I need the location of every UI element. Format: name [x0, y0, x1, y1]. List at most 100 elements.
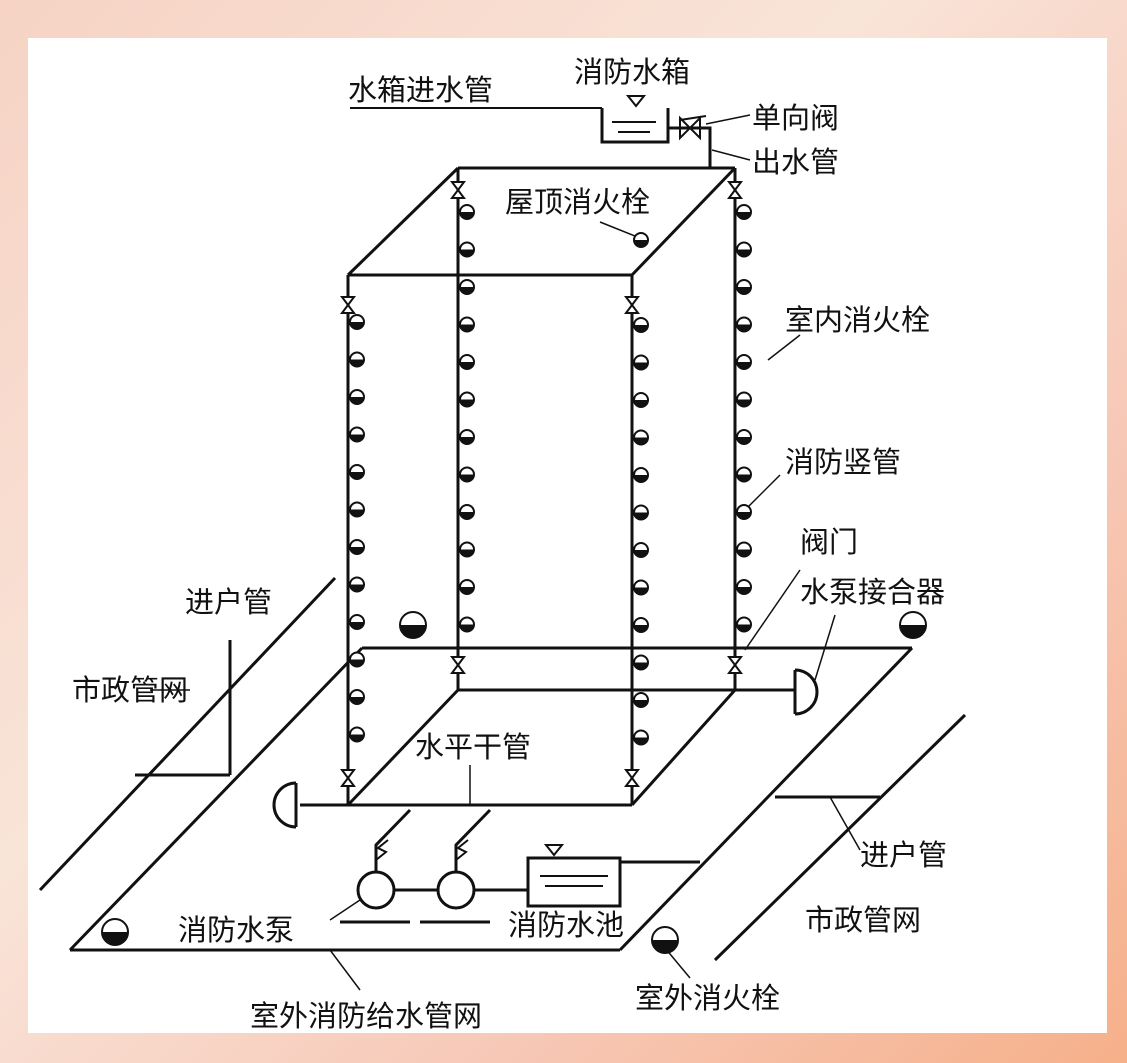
hydrant-fill [737, 437, 751, 444]
hydrant-icon [633, 504, 649, 521]
hydrant-icon [736, 579, 752, 595]
outdoor-network [68, 646, 914, 952]
hydrant-icon [633, 354, 649, 371]
hydrant-icon [736, 279, 752, 295]
hydrant-fill [350, 697, 364, 704]
hydrant-icon [633, 692, 649, 708]
diagram-panel [28, 38, 1107, 1033]
hydrant-fill [652, 940, 678, 953]
hydrant-fill [634, 737, 648, 745]
hydrant-icon [633, 654, 649, 671]
valve-icon [727, 656, 743, 674]
valve-icon [450, 656, 466, 674]
hydrant-icon [459, 466, 475, 483]
label-outdoor-hydrant: 室外消火栓 [635, 981, 780, 1015]
hydrant-fill [460, 549, 474, 557]
hydrant-fill [737, 587, 751, 594]
hydrant-fill [460, 437, 474, 444]
hydrant-icon [736, 616, 752, 633]
label-horizontal-main: 水平干管 [415, 730, 531, 764]
pumps-and-pool [340, 808, 700, 924]
hydrant-icon [736, 391, 752, 408]
hydrant-icon [736, 204, 752, 220]
hydrant-icon [349, 651, 365, 668]
hydrant-icon [349, 314, 365, 330]
hydrant-fill [737, 474, 751, 482]
risers [346, 168, 737, 805]
hydrant-icon [349, 726, 365, 743]
hydrant-icon [349, 389, 365, 405]
hydrant-icon [459, 579, 475, 595]
horizontal-main [300, 688, 795, 807]
hydrant-icon [736, 466, 752, 483]
hydrant-fill [737, 212, 751, 219]
pump-adapters [272, 668, 819, 829]
label-service-pipe-right: 进户管 [860, 838, 947, 872]
hydrant-fill [460, 324, 474, 332]
hydrant-icon [101, 918, 129, 946]
hydrant-icon [651, 926, 679, 954]
hydrant-fill [634, 400, 648, 407]
hydrant-fill [350, 359, 364, 367]
hydrant-icon [633, 542, 649, 558]
hydrant-fill [737, 287, 751, 294]
hydrant-fill [102, 932, 128, 945]
label-municipal-right: 市政管网 [805, 903, 921, 937]
valve-icon [340, 296, 356, 314]
hydrant-fill [634, 325, 648, 332]
hydrant-fill [634, 550, 648, 557]
hydrant-icon [349, 689, 365, 705]
hydrant-fill [634, 625, 648, 632]
hydrant-icon [633, 429, 649, 446]
valve-icon [340, 769, 356, 787]
hydrant-fill [460, 624, 474, 632]
label-check-valve: 单向阀 [752, 101, 839, 135]
hydrant-fill [634, 662, 648, 670]
hydrant-fill [460, 587, 474, 594]
label-indoor-hydrant: 室内消火栓 [785, 303, 930, 337]
hydrant-icon [399, 611, 427, 639]
hydrant-icon [349, 351, 365, 368]
hydrant-fill [350, 509, 364, 517]
valve-icon [727, 181, 743, 199]
hydrant-fill [737, 324, 751, 332]
hydrant-icon [633, 729, 649, 746]
hydrant-icon [899, 611, 927, 639]
hydrant-fill [737, 624, 751, 632]
hydrant-fill [900, 625, 926, 638]
hydrant-fill [634, 475, 648, 482]
hydrant-icon [633, 317, 649, 333]
municipal-pipes [38, 576, 967, 962]
hydrant-icon [349, 539, 365, 555]
hydrant-icon [736, 541, 752, 558]
hydrant-fill [350, 734, 364, 742]
hydrant-icon [459, 241, 475, 258]
hydrant-icon [633, 617, 649, 633]
hydrant-icon [349, 464, 365, 480]
hydrant-icon [459, 541, 475, 558]
hydrant-fill [350, 434, 364, 442]
hydrant-fill [737, 549, 751, 557]
hydrant-icon [736, 504, 752, 520]
hydrant-icon [633, 232, 649, 248]
hydrant-icon [349, 501, 365, 518]
hydrant-fill [460, 512, 474, 519]
valves [340, 181, 743, 787]
hydrant-icon [459, 204, 475, 220]
hydrant-fill [350, 547, 364, 554]
hydrant-fill [460, 287, 474, 294]
hydrant-fill [460, 249, 474, 257]
hydrant-icon [349, 576, 365, 593]
hydrant-icon [633, 579, 649, 596]
hydrant-icon [459, 391, 475, 408]
label-tank: 消防水箱 [574, 55, 690, 89]
label-municipal-left: 市政管网 [72, 673, 188, 707]
hydrant-fill [350, 659, 364, 667]
hydrant-fill [350, 397, 364, 404]
hydrant-fill [634, 437, 648, 445]
hydrant-fill [634, 700, 648, 707]
label-roof-hydrant: 屋顶消火栓 [505, 185, 650, 219]
hydrant-icon [459, 279, 475, 295]
hydrant-fill [737, 512, 751, 519]
